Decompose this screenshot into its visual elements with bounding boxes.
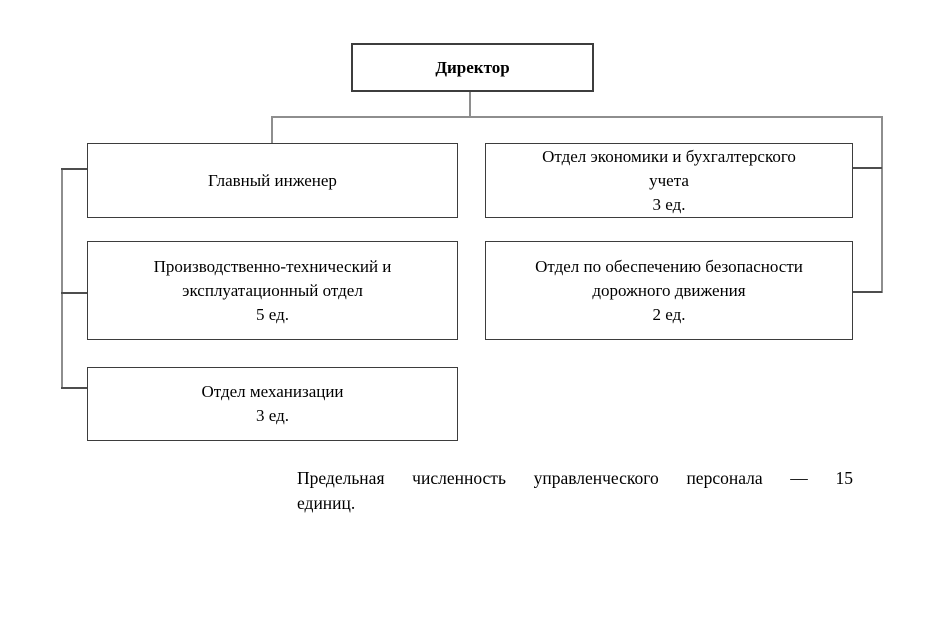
org-box-label: Отдел механизации (201, 382, 344, 401)
org-box-mechanization: Отдел механизации 3 ед. (87, 367, 458, 441)
org-box-units: 5 ед. (256, 304, 289, 324)
connector-left-vertical (61, 168, 63, 389)
org-box-units: 3 ед. (256, 406, 289, 425)
org-box-director: Директор (351, 43, 594, 92)
org-box-label: Отдел по обеспечению безопасности (535, 256, 803, 276)
org-box-economics-accounting: Отдел экономики и бухгалтерского учета 3… (485, 143, 853, 218)
org-box-label: Главный инженер (208, 170, 337, 190)
org-box-chief-engineer: Главный инженер (87, 143, 458, 218)
org-box-label: Отдел экономики и бухгалтерского (542, 146, 796, 166)
connector-stub-production (61, 292, 88, 294)
org-box-units: 3 ед. (652, 194, 686, 214)
org-box-label: эксплуатационный отдел (182, 280, 363, 300)
summary-note-line1: Предельная численность управленческого п… (297, 468, 853, 488)
org-box-label: дорожного движения (592, 280, 746, 300)
connector-stub-economics (851, 167, 882, 169)
org-box-production-technical: Производственно-технический и эксплуатац… (87, 241, 458, 340)
org-box-label: Директор (435, 57, 510, 77)
org-box-units: 2 ед. (652, 304, 686, 324)
connector-stub-chief-engineer (61, 168, 88, 170)
connector-left-drop (271, 116, 273, 144)
org-box-label: Производственно-технический и (153, 256, 392, 276)
connector-stub-road-safety (851, 291, 882, 293)
org-box-road-safety: Отдел по обеспечению безопасности дорожн… (485, 241, 853, 340)
summary-note-line2: единиц. (297, 493, 356, 513)
org-box-label: учета (649, 170, 689, 190)
connector-main-horizontal (271, 116, 883, 118)
summary-note: Предельная численность управленческого п… (297, 466, 853, 516)
connector-right-vertical (881, 116, 883, 293)
connector-director-drop (469, 92, 471, 118)
connector-stub-mechanization (61, 387, 88, 389)
